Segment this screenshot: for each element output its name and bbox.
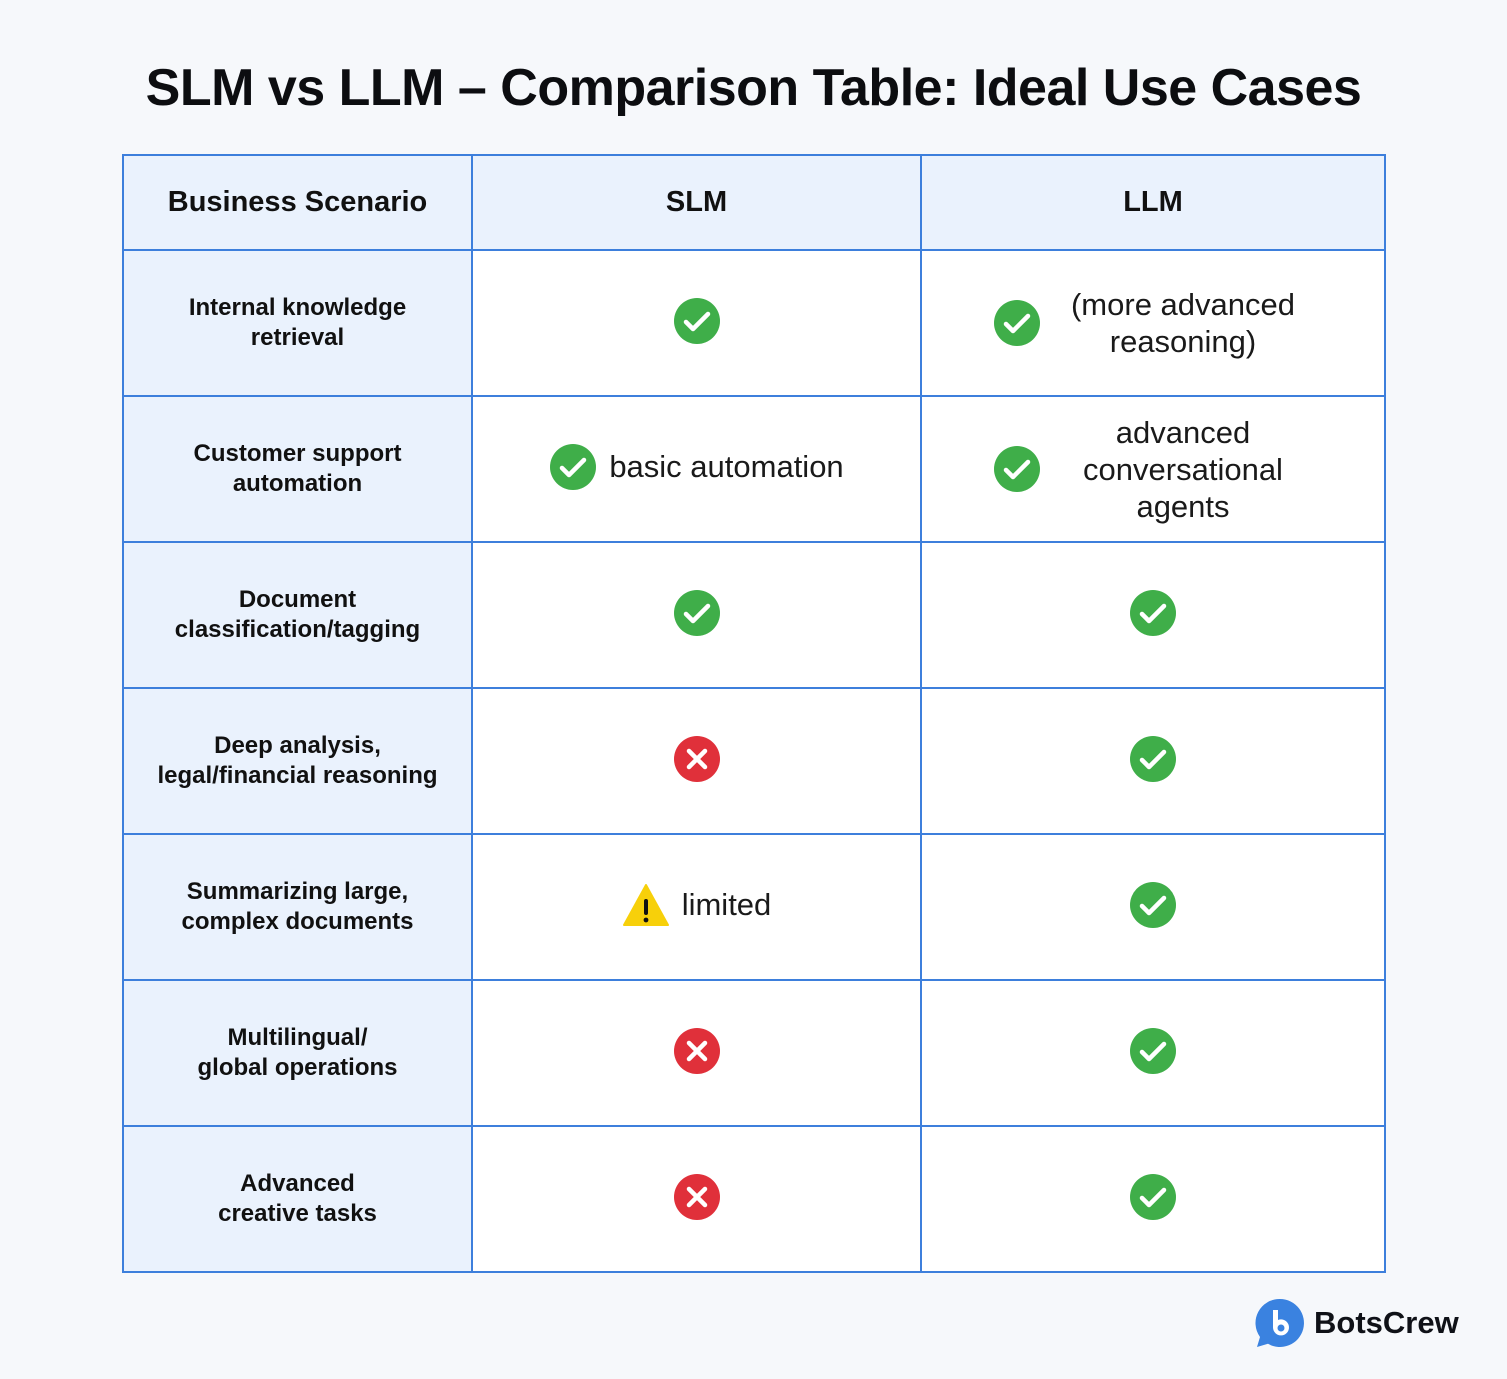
llm-note: advanced conversational agents [1083, 414, 1283, 524]
header-row: Business Scenario SLM LLM [122, 154, 1386, 251]
table-row: Advanced creative tasks [122, 1125, 1386, 1273]
slm-cell: limited [471, 833, 922, 981]
llm-cell [920, 1125, 1386, 1273]
scenario-line: global operations [197, 1054, 398, 1081]
slm-note: basic automation [609, 449, 844, 484]
llm-note: (more advanced reasoning) [1070, 287, 1295, 359]
scenario-cell: Deep analysis, legal/financial reasoning [122, 687, 473, 835]
slm-note: limited [681, 887, 772, 922]
brand-name: BotsCrew [1314, 1305, 1459, 1340]
table-row: Customer support automation basic automati… [122, 395, 1386, 543]
slm-cell [471, 1125, 922, 1273]
llm-cell [920, 541, 1386, 689]
llm-cell [920, 687, 1386, 835]
check-icon [673, 297, 721, 345]
table-row: Multilingual/global operations [122, 979, 1386, 1127]
llm-cell [920, 979, 1386, 1127]
slm-cell [471, 249, 922, 397]
scenario-line: Deep analysis, [214, 732, 381, 759]
table-row: Summarizing large, complex documents limit… [122, 833, 1386, 981]
slm-cell: basic automation [471, 395, 922, 543]
llm-cell: advanced conversational agents [920, 395, 1386, 543]
comparison-table: Business Scenario SLM LLM Internal knowl… [122, 154, 1386, 1273]
check-icon [1129, 1027, 1177, 1075]
scenario-line: automation [232, 470, 363, 497]
slm-cell [471, 979, 922, 1127]
check-icon [673, 589, 721, 637]
slm-cell [471, 541, 922, 689]
cross-icon [673, 1173, 721, 1221]
scenario-cell: Internal knowledge retrieval [122, 249, 473, 397]
check-icon [1129, 735, 1177, 783]
scenario-line: Internal knowledge [188, 294, 407, 321]
cross-icon [673, 735, 721, 783]
scenario-line: Advanced [240, 1170, 355, 1197]
header-scenario: Business Scenario [122, 154, 473, 251]
scenario-line: complex documents [181, 908, 414, 935]
check-icon [993, 445, 1041, 493]
check-icon [993, 299, 1041, 347]
page-title: SLM vs LLM – Comparison Table: Ideal Use… [145, 59, 1362, 117]
table-row: Deep analysis, legal/financial reasoning [122, 687, 1386, 835]
warning-icon [622, 881, 670, 929]
scenario-line: Document [238, 586, 357, 613]
botscrew-logo: BotsCrew [1254, 1297, 1459, 1349]
scenario-cell: Multilingual/global operations [122, 979, 473, 1127]
table-row: Document classification/tagging [122, 541, 1386, 689]
scenario-line: retrieval [250, 324, 345, 351]
header-slm: SLM [471, 154, 922, 251]
check-icon [1129, 1173, 1177, 1221]
table-row: Internal knowledge retrieval (more advance… [122, 249, 1386, 397]
check-icon [549, 443, 597, 491]
botscrew-logo-icon [1255, 1298, 1304, 1347]
header-llm: LLM [920, 154, 1386, 251]
scenario-line: Customer support [193, 440, 402, 467]
scenario-line: creative tasks [218, 1200, 377, 1227]
scenario-cell: Summarizing large, complex documents [122, 833, 473, 981]
slm-cell [471, 687, 922, 835]
scenario-cell: Document classification/tagging [122, 541, 473, 689]
llm-cell [920, 833, 1386, 981]
scenario-line: Summarizing large, [186, 878, 409, 905]
llm-cell: (more advanced reasoning) [920, 249, 1386, 397]
scenario-cell: Customer support automation [122, 395, 473, 543]
check-icon [1129, 589, 1177, 637]
scenario-cell: Advanced creative tasks [122, 1125, 473, 1273]
scenario-line: Multilingual/ [227, 1024, 368, 1051]
scenario-line: legal/financial reasoning [157, 762, 438, 789]
scenario-line: classification/tagging [174, 616, 421, 643]
check-icon [1129, 881, 1177, 929]
cross-icon [673, 1027, 721, 1075]
